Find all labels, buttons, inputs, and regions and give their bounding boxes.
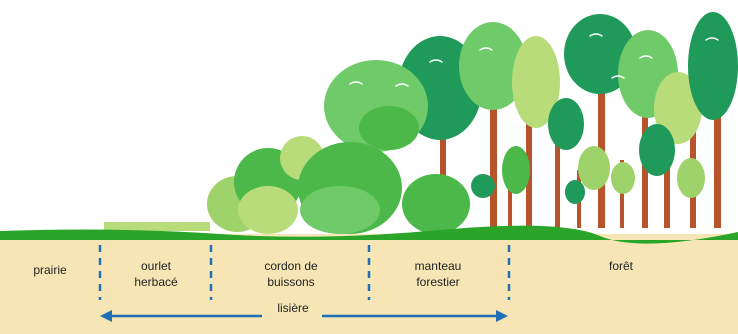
- arrow-head-left: [100, 310, 112, 322]
- grass-line: [0, 225, 738, 244]
- shrubs: [207, 136, 470, 234]
- zone-dividers: [98, 245, 511, 300]
- zone-label-prairie: prairie: [33, 263, 67, 277]
- forest-trees: [324, 12, 738, 228]
- leaf-strokes: [349, 33, 719, 87]
- zone-label-foret: forêt: [608, 259, 633, 273]
- zone-label-manteau: manteau forestier: [414, 259, 462, 289]
- herbaceous-fringe: [104, 222, 210, 231]
- arrow-head-right: [496, 310, 508, 322]
- lisiere-label: lisière: [277, 301, 309, 315]
- lisiere-arrow: [100, 310, 508, 322]
- zone-label-cordon: cordon de buissons: [264, 259, 318, 289]
- zone-label-ourlet: ourlet herbacé: [134, 259, 178, 289]
